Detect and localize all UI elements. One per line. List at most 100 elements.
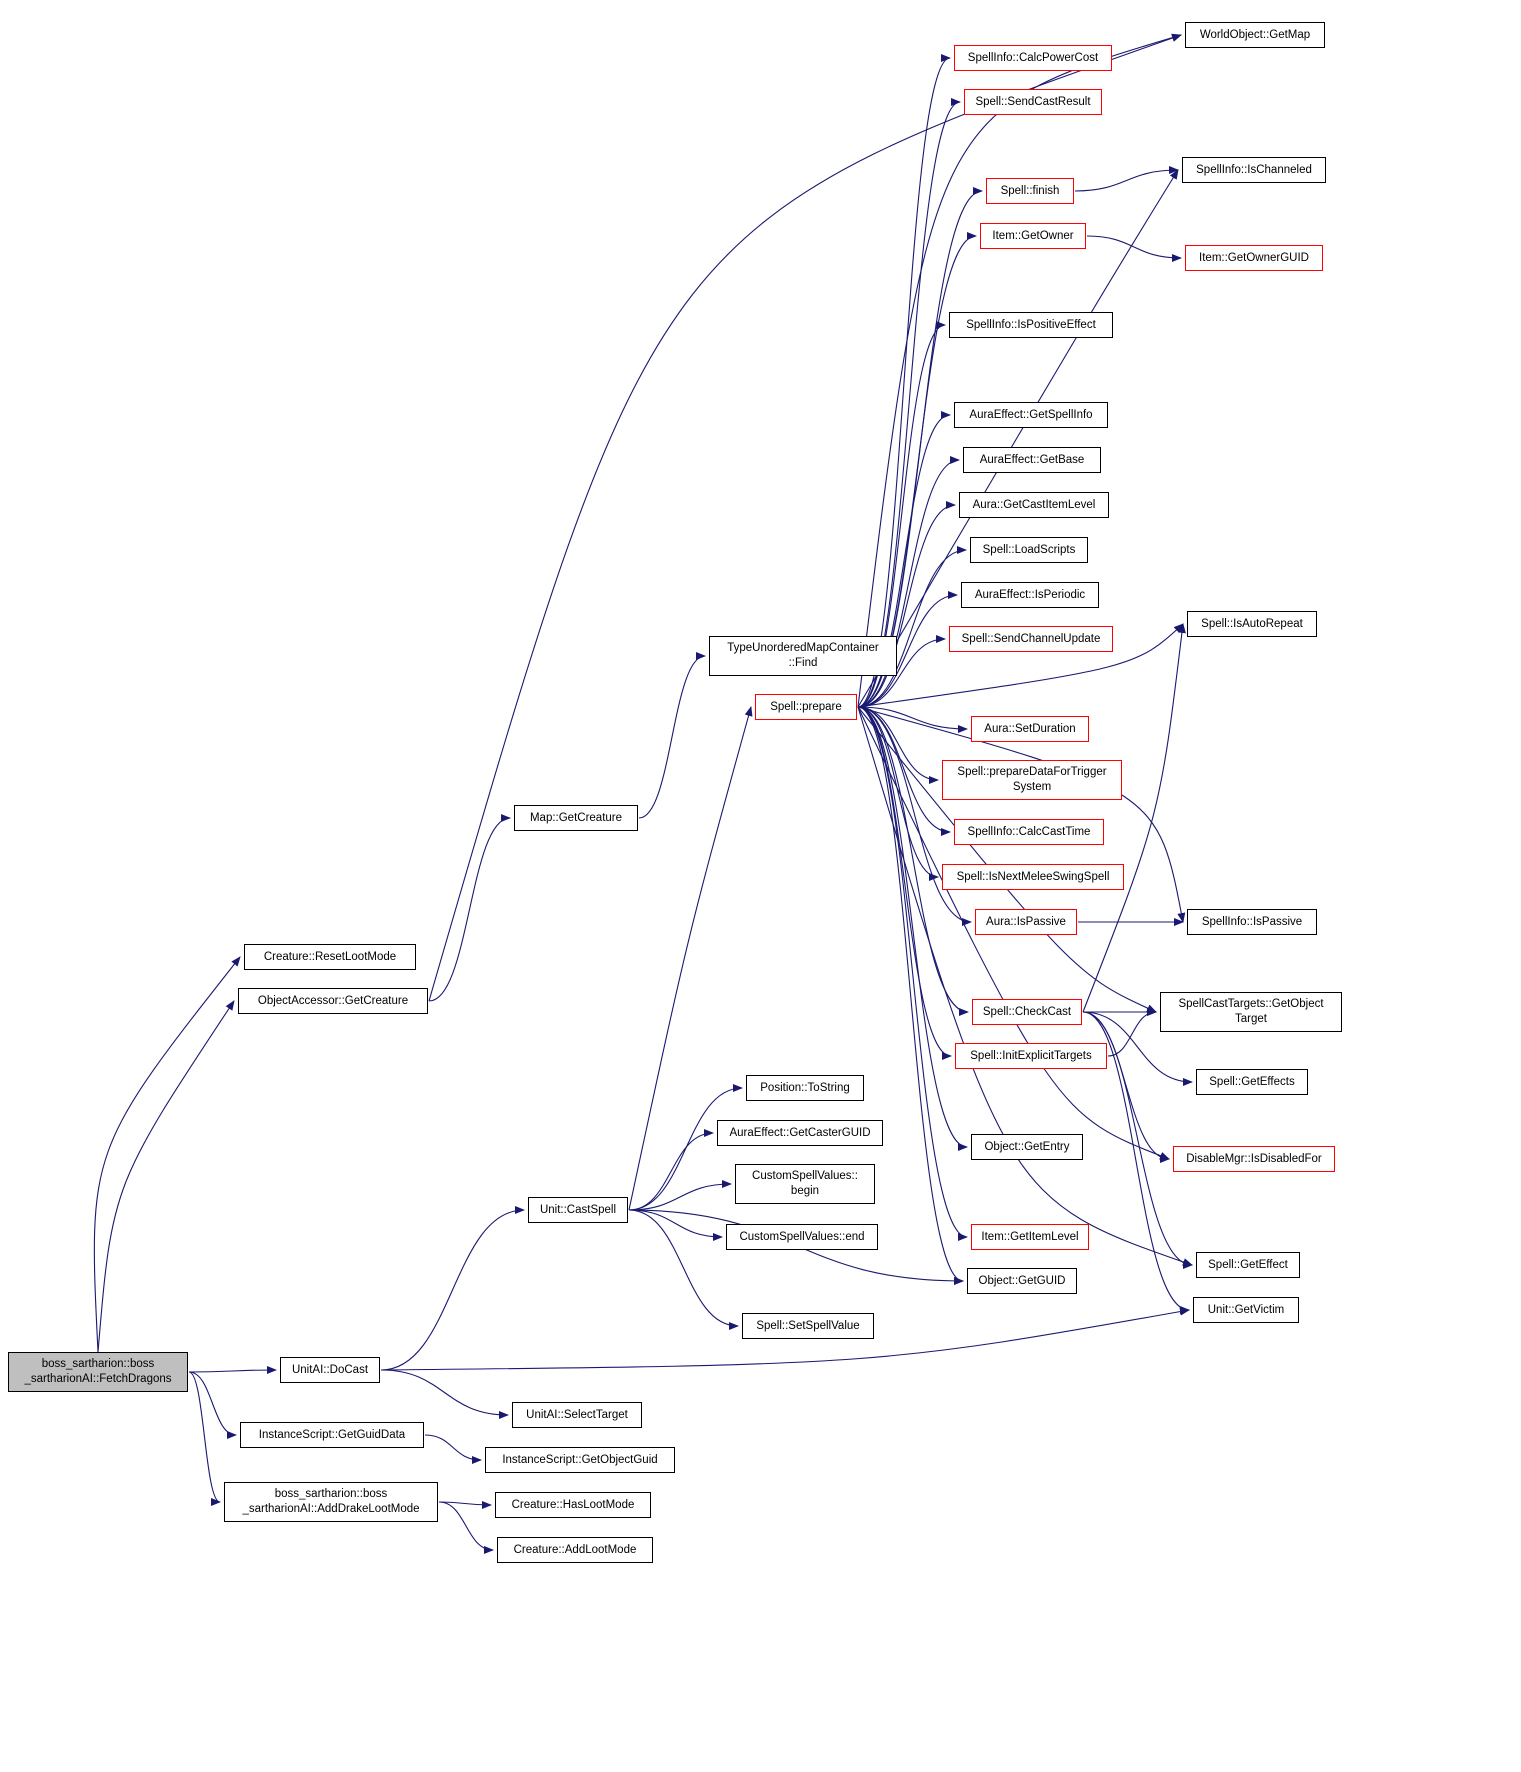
graph-node-setdur[interactable]: Aura::SetDuration xyxy=(971,716,1089,742)
graph-node-getguid[interactable]: Object::GetGUID xyxy=(967,1268,1077,1294)
graph-node-ownerguid[interactable]: Item::GetOwnerGUID xyxy=(1185,245,1323,271)
graph-node-label: Spell::GetEffects xyxy=(1209,1075,1295,1088)
graph-node-label: Unit::CastSpell xyxy=(539,1203,617,1216)
graph-node-loadscripts[interactable]: Spell::LoadScripts xyxy=(970,537,1088,563)
graph-node-getguiddata[interactable]: InstanceScript::GetGuidData xyxy=(240,1422,424,1448)
call-edge-checkcast-to-getvictim xyxy=(1082,1011,1190,1314)
call-edge-checkcast-to-autorepeat xyxy=(1082,623,1186,1013)
graph-node-itemlevel[interactable]: Item::GetItemLevel xyxy=(971,1224,1089,1250)
graph-node-label: System xyxy=(1012,781,1052,793)
graph-node-label: DisableMgr::IsDisabledFor xyxy=(1186,1152,1322,1165)
call-edge-checkcast-to-geteffects xyxy=(1082,1011,1193,1086)
call-edge-finish-to-ischan xyxy=(1074,166,1179,192)
graph-node-getvictim[interactable]: Unit::GetVictim xyxy=(1193,1297,1299,1323)
graph-node-label: Object::GetGUID xyxy=(978,1274,1066,1287)
graph-node-resetloot[interactable]: Creature::ResetLootMode xyxy=(244,944,416,970)
graph-node-geteffects[interactable]: Spell::GetEffects xyxy=(1196,1069,1308,1095)
graph-node-sendcast[interactable]: Spell::SendCastResult xyxy=(964,89,1102,115)
graph-node-label: Spell::InitExplicitTargets xyxy=(970,1049,1092,1062)
graph-node-label: SpellInfo::CalcCastTime xyxy=(967,825,1091,838)
graph-node-label: begin xyxy=(790,1185,820,1197)
graph-node-label: Map::GetCreature xyxy=(529,811,623,824)
call-edge-prepare-to-checkcast xyxy=(857,706,969,1016)
graph-node-geteffect[interactable]: Spell::GetEffect xyxy=(1196,1252,1300,1278)
graph-node-label: Aura::SetDuration xyxy=(984,722,1076,735)
graph-node-label: Spell::SetSpellValue xyxy=(756,1319,860,1332)
call-edge-castspell-to-prepare xyxy=(628,706,753,1211)
graph-node-mapget[interactable]: Map::GetCreature xyxy=(514,805,638,831)
call-edge-castspell-to-csvbegin xyxy=(628,1180,732,1211)
graph-node-getspellinfo[interactable]: AuraEffect::GetSpellInfo xyxy=(954,402,1108,428)
call-edge-docast-to-selecttarget xyxy=(380,1369,509,1419)
graph-node-setspellvalue[interactable]: Spell::SetSpellValue xyxy=(742,1313,874,1339)
graph-node-label: Spell::CheckCast xyxy=(982,1005,1072,1018)
graph-node-finish[interactable]: Spell::finish xyxy=(986,178,1074,204)
graph-node-label: Item::GetOwner xyxy=(992,229,1074,242)
graph-node-objget[interactable]: ObjectAccessor::GetCreature xyxy=(238,988,428,1014)
call-edge-prepare-to-getentry xyxy=(857,706,968,1151)
graph-node-label: SpellInfo::IsChanneled xyxy=(1196,163,1312,176)
graph-node-label: InstanceScript::GetGuidData xyxy=(258,1428,406,1441)
graph-node-label: Item::GetItemLevel xyxy=(981,1230,1079,1243)
call-edge-addloot-to-hasloot xyxy=(438,1500,492,1509)
graph-node-find[interactable]: TypeUnorderedMapContainer::Find xyxy=(709,636,897,676)
call-edge-getowner-to-ownerguid xyxy=(1086,235,1182,262)
graph-node-getentry[interactable]: Object::GetEntry xyxy=(971,1134,1083,1160)
graph-node-nextmelee[interactable]: Spell::IsNextMeleeSwingSpell xyxy=(942,864,1124,890)
graph-node-label: AuraEffect::IsPeriodic xyxy=(974,588,1086,601)
graph-node-spellpassive[interactable]: SpellInfo::IsPassive xyxy=(1187,909,1317,935)
graph-node-label: Aura::IsPassive xyxy=(986,915,1066,928)
graph-node-getowner[interactable]: Item::GetOwner xyxy=(980,223,1086,249)
graph-node-csvend[interactable]: CustomSpellValues::end xyxy=(726,1224,878,1250)
graph-node-getbase[interactable]: AuraEffect::GetBase xyxy=(963,447,1101,473)
graph-node-selecttarget[interactable]: UnitAI::SelectTarget xyxy=(512,1402,642,1428)
graph-node-prepare[interactable]: Spell::prepare xyxy=(755,694,857,720)
graph-node-sendchan[interactable]: Spell::SendChannelUpdate xyxy=(949,626,1113,652)
graph-node-label: ObjectAccessor::GetCreature xyxy=(257,994,409,1007)
graph-node-castitem[interactable]: Aura::GetCastItemLevel xyxy=(959,492,1109,518)
graph-node-autorepeat[interactable]: Spell::IsAutoRepeat xyxy=(1187,611,1317,637)
graph-node-label: _sartharionAI::FetchDragons xyxy=(24,1373,172,1385)
call-edge-prepare-to-getguid xyxy=(857,706,964,1285)
graph-node-checkcast[interactable]: Spell::CheckCast xyxy=(972,999,1082,1025)
call-edge-getguiddata-to-getobjguid xyxy=(424,1434,482,1464)
call-edge-prepare-to-disabled xyxy=(857,706,1170,1160)
graph-node-initexp[interactable]: Spell::InitExplicitTargets xyxy=(955,1043,1107,1069)
graph-node-label: SpellCastTargets::GetObject xyxy=(1178,998,1324,1010)
graph-node-disabled[interactable]: DisableMgr::IsDisabledFor xyxy=(1173,1146,1335,1172)
call-edge-prepare-to-autorepeat xyxy=(857,623,1184,708)
graph-node-csvbegin[interactable]: CustomSpellValues::begin xyxy=(735,1164,875,1204)
graph-node-calcpower[interactable]: SpellInfo::CalcPowerCost xyxy=(954,45,1112,71)
graph-node-label: Position::ToString xyxy=(760,1081,850,1094)
graph-node-getobjguid[interactable]: InstanceScript::GetObjectGuid xyxy=(485,1447,675,1473)
graph-node-label: Aura::GetCastItemLevel xyxy=(972,498,1096,511)
graph-node-label: boss_sartharion::boss xyxy=(41,1358,155,1370)
graph-node-label: Item::GetOwnerGUID xyxy=(1199,251,1309,264)
graph-node-label: InstanceScript::GetObjectGuid xyxy=(502,1453,658,1466)
call-edge-fetch-to-objget xyxy=(97,1000,235,1353)
graph-node-addlootmode[interactable]: Creature::AddLootMode xyxy=(497,1537,653,1563)
graph-node-docast[interactable]: UnitAI::DoCast xyxy=(280,1357,380,1383)
graph-node-ispos[interactable]: SpellInfo::IsPositiveEffect xyxy=(949,312,1113,338)
graph-node-aurapassive[interactable]: Aura::IsPassive xyxy=(975,909,1077,935)
call-edge-prepare-to-setdur xyxy=(857,706,968,733)
call-edge-fetch-to-docast xyxy=(188,1366,277,1375)
graph-node-tostring[interactable]: Position::ToString xyxy=(746,1075,864,1101)
call-edge-prepare-to-aurapassive xyxy=(857,706,972,926)
graph-node-label: WorldObject::GetMap xyxy=(1199,28,1311,41)
graph-node-castspell[interactable]: Unit::CastSpell xyxy=(528,1197,628,1223)
graph-node-calccast[interactable]: SpellInfo::CalcCastTime xyxy=(954,819,1104,845)
graph-node-addloot[interactable]: boss_sartharion::boss_sartharionAI::AddD… xyxy=(224,1482,438,1522)
graph-node-label: Spell::IsNextMeleeSwingSpell xyxy=(956,870,1110,883)
call-edge-prepare-to-getspellinfo xyxy=(857,411,951,708)
graph-node-ischan[interactable]: SpellInfo::IsChanneled xyxy=(1182,157,1326,183)
graph-node-label: Spell::finish xyxy=(1000,184,1060,197)
graph-node-isperiodic[interactable]: AuraEffect::IsPeriodic xyxy=(961,582,1099,608)
graph-node-getmap[interactable]: WorldObject::GetMap xyxy=(1185,22,1325,48)
graph-node-hasloot[interactable]: Creature::HasLootMode xyxy=(495,1492,651,1518)
graph-node-casterguid[interactable]: AuraEffect::GetCasterGUID xyxy=(717,1120,883,1146)
